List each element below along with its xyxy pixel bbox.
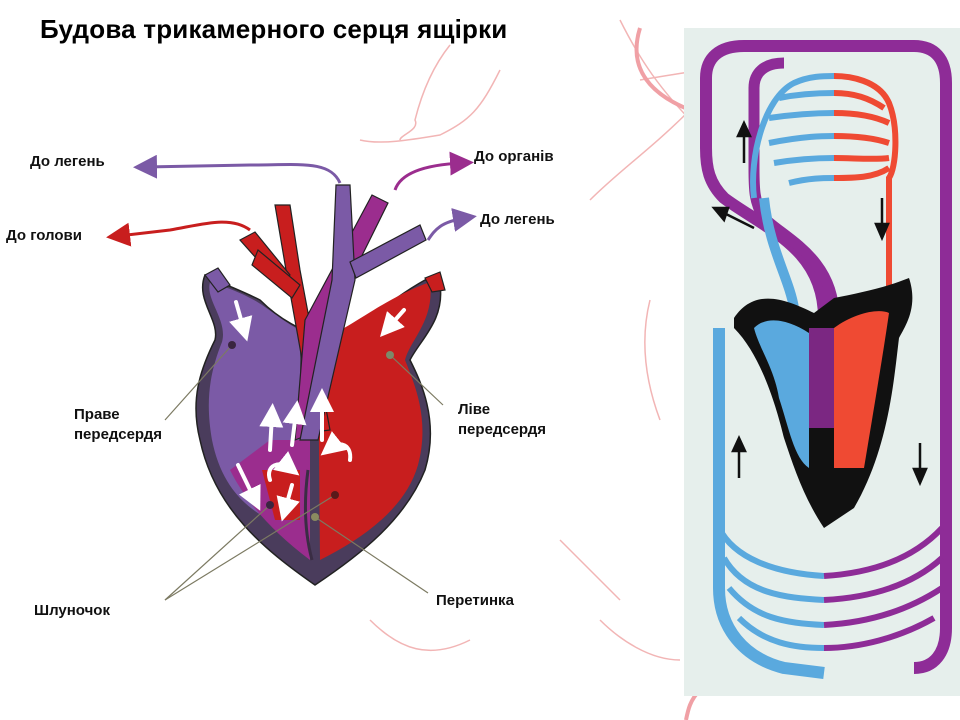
circulation-scheme-panel (684, 28, 960, 696)
label-right-atrium-line1: Праве (74, 406, 120, 423)
label-to-lungs-left: До легень (30, 153, 105, 170)
label-ventricle: Шлуночок (34, 602, 110, 619)
label-septum: Перетинка (436, 592, 514, 609)
lizard-heart-diagram (106, 151, 477, 601)
label-left-atrium-line2: передсердя (458, 421, 546, 439)
label-to-organs: До органів (474, 148, 554, 165)
label-to-lungs-right: До легень (480, 211, 555, 228)
label-left-atrium-line1: Ліве (458, 401, 491, 418)
arrow-to-head (106, 220, 251, 247)
label-right-atrium: Праве передсердя (74, 405, 162, 446)
label-to-head: До голови (6, 227, 82, 244)
arrow-to-lungs-left (133, 154, 342, 184)
label-left-atrium: Ліве передсердя (458, 400, 546, 441)
arrow-to-lungs-right (426, 208, 477, 241)
label-right-atrium-line2: передсердя (74, 426, 162, 444)
slide-title: Будова трикамерного серця ящірки (40, 14, 508, 44)
circulation-scheme-illustration (700, 40, 952, 679)
arrow-to-organs (393, 151, 474, 191)
